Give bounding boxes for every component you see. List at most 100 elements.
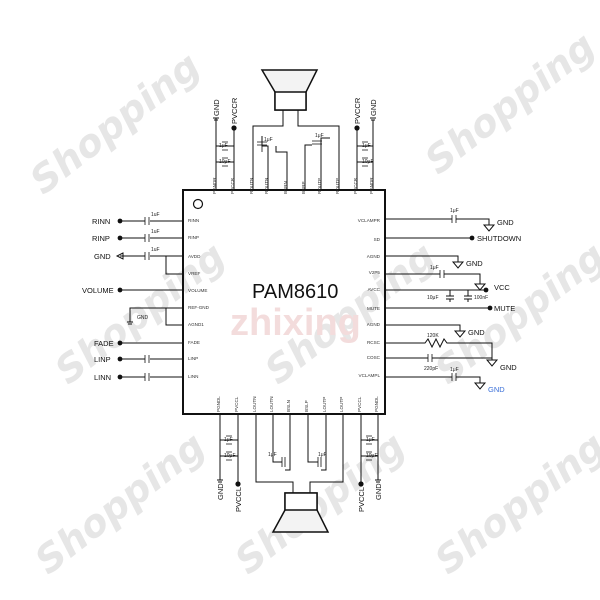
vcc-label: VCC [494,283,510,292]
pin-label: COSC [367,355,381,360]
watermark-text: Shopping [227,424,413,583]
watermark-text: Shopping [47,234,233,393]
cap-label: 1uF [151,229,160,235]
gnd-label: GND [466,259,483,268]
pin-label: RINN [188,218,199,223]
top-gnd-right-label: GND [369,99,378,116]
top-wiring: 1μF 1μF 1μF 10μF 1μF 10μF [213,110,376,190]
pin-label: AGND [367,254,381,259]
resistor-label: 120K [427,333,439,339]
rinn-label: RINN [92,217,110,226]
cap-label: 1μF [318,452,327,458]
bottom-wiring: 1μF 1μF 1μF 10μF 1μF 10μF [217,414,381,493]
top-gnd-left-label: GND [212,99,221,116]
pin-label: PVCCL [234,396,239,412]
shutdown-label: SHUTDOWN [477,234,521,243]
top-pin-labels: PGNDR PVCCR ROUTN ROUTN BSRN BSRP ROUTP … [212,177,374,194]
watermark-text: Shopping [22,44,208,203]
cap-label: 10μF [366,453,378,459]
gnd-label: GND [468,328,485,337]
pin-label: ROUTN [264,178,269,194]
pin-label: VCLAMPR [358,218,381,223]
cap-label: 1μF [268,452,277,458]
pin-label: AGND1 [188,322,204,327]
bottom-pvccl-left-label: PVCCL [234,487,243,512]
right-pin-labels: VCLAMPR SD AGND V2P5 AVCC MUTE AGND RCSC… [358,218,381,378]
pin-label: PGNDL [216,396,221,412]
linp-label: LINP [94,355,111,364]
pin-label: PVCCR [230,177,235,194]
pin-label: AVCC [368,287,381,292]
bottom-pin-labels: PGNDL PVCCL LOUTN LOUTN BSLN BSLP LOUTP … [216,396,379,412]
pin-label: LOUTN [269,396,274,412]
cap-label: 1uF [151,247,160,253]
pin-label: V2P5 [369,270,381,275]
pin-label: SD [374,237,381,242]
pin-label: VREF [188,271,200,276]
pin-label: RCSC [367,340,381,345]
pin-label: AVDD [188,254,201,259]
pin-label: VCLAMPL [359,373,381,378]
bottom-pvccl-right-label: PVCCL [357,487,366,512]
cap-label: 10μF [224,453,236,459]
watermark-text: Shopping [27,424,213,583]
pin-label: ROUTP [335,178,340,194]
gnd-label: GND [488,385,505,394]
cap-label: 1uF [151,212,160,218]
top-pvccr-left-label: PVCCR [230,97,239,124]
bottom-gnd-left-label: GND [216,483,225,500]
right-wiring [385,215,499,390]
chip-name: PAM8610 [252,281,338,303]
watermark-text: zhixing [230,302,361,344]
gnd-label: GND [497,218,514,227]
cap-label: 10μF [427,295,439,301]
mute-label: MUTE [494,304,515,313]
cap-label: 100nF [474,295,488,301]
cap-label: 1μF [315,133,324,139]
pin-label: LINP [188,356,198,361]
pin-label: PVCCL [357,396,362,412]
cap-label: 1μF [362,143,371,149]
pin-label: PGNDR [212,177,217,194]
gnd-small-label: GND [137,315,149,321]
pin-label: ROUTP [317,178,322,194]
pin-label: MUTE [367,306,380,311]
cap-label: 10μF [362,159,374,165]
ic-body [182,189,386,415]
pin-label: LOUTP [339,397,344,412]
left-wiring [115,217,183,381]
pin-label: BSLN [286,400,291,412]
speaker-left-bottom [271,492,330,533]
pin-label: LOUTP [322,397,327,412]
watermark-text: Shopping [427,424,600,583]
speaker-right-top [260,69,319,111]
cap-label: 220pF [424,366,438,372]
pin-label: BSRP [301,181,306,194]
pin-label: ROUTN [249,178,254,194]
pin-label: FADE [188,340,200,345]
pin1-marker [192,198,204,210]
cap-label: 1μF [224,437,233,443]
gnd-label: GND [94,252,111,261]
cap-label: 1μF [450,208,459,214]
pin-label: BSRN [283,181,288,194]
bottom-gnd-right-label: GND [374,483,383,500]
pin-label: PVCCR [353,177,358,194]
pin-label: REF-GND [188,305,210,310]
cap-label: 1μF [366,437,375,443]
pin-label: LOUTN [252,396,257,412]
pin-label: BSLP [304,400,309,412]
cap-label: 1μF [430,265,439,271]
fade-label: FADE [94,339,114,348]
pin-label: PGNDR [369,177,374,194]
cap-label: 1μF [450,367,459,373]
left-pin-labels: RINN RINP AVDD VREF VOLUME REF-GND AGND1… [188,218,210,379]
pin-label: AGND [367,322,381,327]
pin-label: RINP [188,235,199,240]
cap-label: 1μF [219,143,228,149]
linn-label: LINN [94,373,111,382]
pin-label: PGNDL [374,396,379,412]
watermark-text: Shopping [417,24,600,183]
